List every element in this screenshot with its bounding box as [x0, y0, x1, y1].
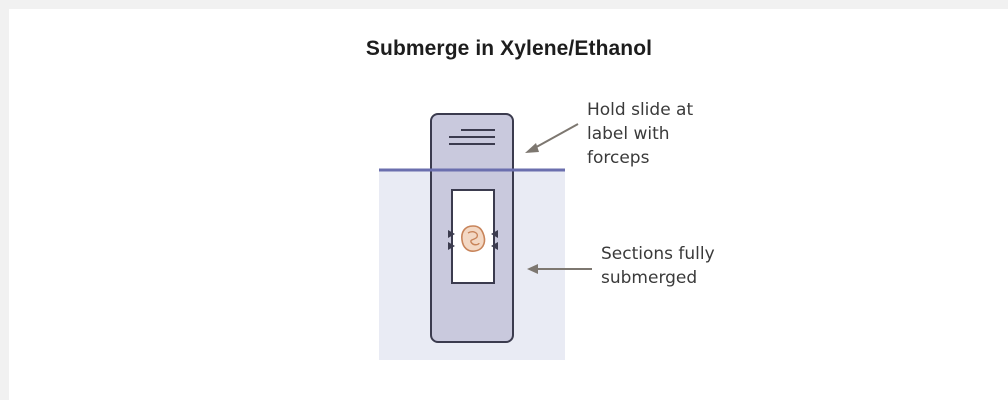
- arrow-icon: [527, 264, 592, 274]
- callout-hold-line2: label with: [587, 124, 670, 144]
- callout-hold-slide: Hold slide at label with forceps: [587, 98, 693, 170]
- slide-label-lines-icon: [449, 129, 495, 145]
- callout-sections-submerged: Sections fully submerged: [601, 242, 715, 290]
- callout-submerged-line1: Sections fully: [601, 244, 715, 264]
- arrow-icon: [525, 123, 579, 153]
- callout-hold-line3: forceps: [587, 148, 650, 168]
- figure-title: Submerge in Xylene/Ethanol: [365, 37, 653, 60]
- callout-hold-line1: Hold slide at: [587, 100, 694, 120]
- tissue-section-icon: [448, 225, 498, 252]
- callout-submerged-line2: submerged: [601, 268, 698, 288]
